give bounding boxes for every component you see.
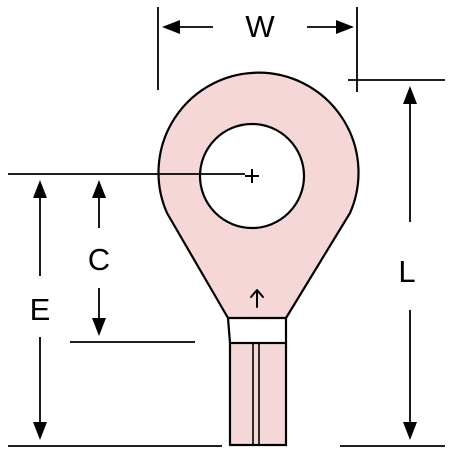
c-label: C <box>88 242 110 277</box>
l-arrowhead-top <box>403 86 417 104</box>
c-arrowhead-top <box>92 180 106 198</box>
l-arrowhead-bottom <box>403 422 417 440</box>
w-arrowhead-left <box>162 20 180 34</box>
e-arrowhead-top <box>33 180 47 198</box>
w-label: W <box>245 9 275 44</box>
terminal-barrel <box>228 341 288 447</box>
barrel-to-body-transition <box>226 317 288 344</box>
e-label: E <box>30 292 51 327</box>
plus-icon <box>245 169 259 183</box>
up-arrow-icon <box>250 289 264 308</box>
w-arrowhead-right <box>336 20 354 34</box>
l-label: L <box>398 254 415 289</box>
e-arrowhead-bottom <box>33 422 47 440</box>
c-arrowhead-bottom <box>92 318 106 336</box>
